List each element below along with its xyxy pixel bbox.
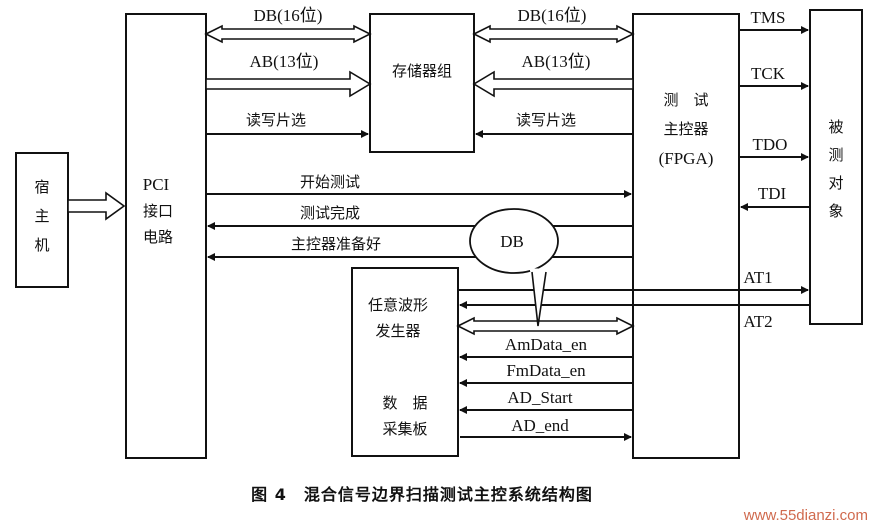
at1-label: AT1	[743, 268, 772, 287]
memory-block: 存储器组	[369, 13, 475, 153]
ab-bus-left-arrow	[205, 70, 372, 98]
awg-daq-block: 任意波形 发生器 数 据 采集板	[351, 267, 459, 457]
test-done-label: 测试完成	[300, 204, 360, 222]
awg-label-2: 发生器	[375, 322, 420, 340]
dut-label-3: 对	[828, 174, 843, 192]
ab-left-label: AB(13位)	[250, 52, 319, 71]
host-block: 宿 主 机	[15, 152, 69, 288]
host-label-1: 宿	[34, 178, 49, 196]
dut-block: 被 测 对 象	[809, 9, 863, 325]
watermark: www.55dianzi.com	[743, 507, 868, 524]
dut-label-2: 测	[828, 146, 843, 164]
db-bus-right-arrow	[472, 24, 635, 44]
memory-label: 存储器组	[392, 62, 452, 80]
pci-label-2: 接口	[143, 202, 173, 220]
pci-label-1: PCI	[143, 175, 170, 194]
rw-left-label: 读写片选	[246, 111, 306, 129]
daq-label-1: 数 据	[382, 394, 427, 412]
awg-label-1: 任意波形	[368, 296, 428, 314]
dut-label-4: 象	[828, 202, 843, 220]
ab-right-label: AB(13位)	[522, 52, 591, 71]
controller-fpga-block: 测 试 主控器 (FPGA)	[632, 13, 740, 459]
host-label-3: 机	[34, 236, 49, 254]
ad-end-label: AD_end	[511, 416, 569, 435]
figure-caption: 图 4 混合信号边界扫描测试主控系统结构图	[251, 485, 593, 504]
tms-label: TMS	[751, 8, 786, 27]
ad-start-label: AD_Start	[507, 388, 572, 407]
tck-label: TCK	[751, 64, 786, 83]
tdo-label: TDO	[753, 135, 788, 154]
daq-label-2: 采集板	[382, 420, 427, 438]
ctrl-ready-label: 主控器准备好	[291, 235, 381, 253]
controller-label-2: 主控器	[663, 120, 708, 138]
tdi-label: TDI	[758, 184, 787, 203]
db-left-label: DB(16位)	[254, 6, 323, 25]
controller-label-3: (FPGA)	[659, 149, 714, 168]
db-callout-label: DB	[500, 232, 524, 251]
db-right-label: DB(16位)	[518, 6, 587, 25]
fpga-awg-bus-arrow	[456, 316, 635, 336]
start-test-label: 开始测试	[300, 173, 360, 191]
at2-label: AT2	[743, 312, 772, 331]
db-callout-bubble: DB	[469, 208, 559, 327]
fmdata-label: FmData_en	[506, 361, 586, 380]
pci-interface-block: PCI 接口 电路	[125, 13, 207, 459]
db-bus-left-arrow	[204, 24, 372, 44]
ab-bus-right-arrow	[472, 70, 634, 98]
controller-label-1: 测 试	[663, 91, 708, 109]
host-label-2: 主	[34, 207, 49, 225]
rw-right-label: 读写片选	[516, 111, 576, 129]
pci-label-3: 电路	[143, 228, 173, 246]
dut-label-1: 被	[828, 118, 843, 136]
host-to-pci-arrow	[67, 191, 126, 221]
amdata-label: AmData_en	[505, 335, 588, 354]
